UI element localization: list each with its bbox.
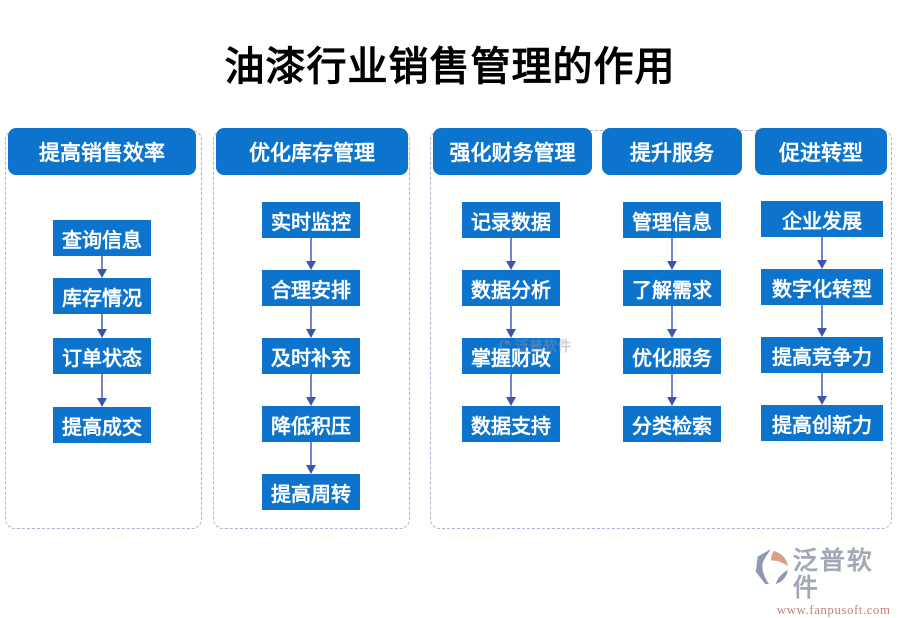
flow-column-service: 管理信息 了解需求 优化服务 分类检索	[612, 202, 732, 442]
down-arrow-icon	[817, 373, 827, 405]
header-transformation: 促进转型	[755, 128, 887, 175]
flow-node: 数据分析	[462, 270, 560, 306]
down-arrow-icon	[667, 374, 677, 406]
flow-node: 掌握财政	[462, 338, 560, 374]
flow-node: 了解需求	[623, 270, 721, 306]
header-sales-efficiency: 提高销售效率	[8, 128, 196, 175]
flow-node: 提高周转	[262, 474, 360, 510]
brand-name: 泛普软件	[792, 547, 874, 602]
down-arrow-icon	[667, 306, 677, 338]
flow-node: 提高竞争力	[761, 337, 883, 373]
down-arrow-icon	[506, 306, 516, 338]
flow-node: 数字化转型	[761, 269, 883, 305]
flow-node: 数据支持	[462, 406, 560, 442]
down-arrow-icon	[817, 237, 827, 269]
flow-node: 分类检索	[623, 406, 721, 442]
down-arrow-icon	[306, 238, 316, 270]
flow-node: 库存情况	[53, 278, 151, 314]
brand-logo-icon	[755, 549, 788, 584]
flow-column-inventory: 实时监控 合理安排 及时补充 降低积压 提高周转	[251, 202, 371, 510]
flow-node: 提高成交	[53, 407, 151, 443]
flow-column-sales: 查询信息 库存情况 订单状态 提高成交	[42, 220, 162, 443]
header-service-improvement: 提升服务	[602, 128, 742, 175]
flow-node: 记录数据	[462, 202, 560, 238]
down-arrow-icon	[97, 374, 107, 407]
flow-node: 查询信息	[53, 220, 151, 256]
down-arrow-icon	[817, 305, 827, 337]
flow-node: 管理信息	[623, 202, 721, 238]
flow-node: 实时监控	[262, 202, 360, 238]
header-financial-management: 强化财务管理	[433, 128, 592, 175]
down-arrow-icon	[306, 442, 316, 474]
down-arrow-icon	[306, 306, 316, 338]
flow-node: 提高创新力	[761, 405, 883, 441]
flow-column-finance: 记录数据 数据分析 掌握财政 数据支持	[451, 202, 571, 442]
flow-column-transformation: 企业发展 数字化转型 提高竞争力 提高创新力	[757, 201, 887, 441]
footer-brand: 泛普软件 www.fanpusoft.com	[753, 548, 900, 618]
down-arrow-icon	[506, 374, 516, 406]
down-arrow-icon	[506, 238, 516, 270]
flow-node: 优化服务	[623, 338, 721, 374]
flow-node: 企业发展	[761, 201, 883, 237]
header-inventory-management: 优化库存管理	[216, 128, 408, 175]
down-arrow-icon	[97, 314, 107, 338]
diagram-canvas: 油漆行业销售管理的作用 提高销售效率 优化库存管理 强化财务管理 提升服务 促进…	[5, 43, 892, 617]
flow-node: 订单状态	[53, 338, 151, 374]
page-title: 油漆行业销售管理的作用	[224, 43, 676, 90]
flow-node: 合理安排	[262, 270, 360, 306]
down-arrow-icon	[97, 256, 107, 278]
down-arrow-icon	[306, 374, 316, 406]
brand-url: www.fanpusoft.com	[776, 602, 891, 617]
down-arrow-icon	[667, 238, 677, 270]
flow-node: 降低积压	[262, 406, 360, 442]
flow-node: 及时补充	[262, 338, 360, 374]
